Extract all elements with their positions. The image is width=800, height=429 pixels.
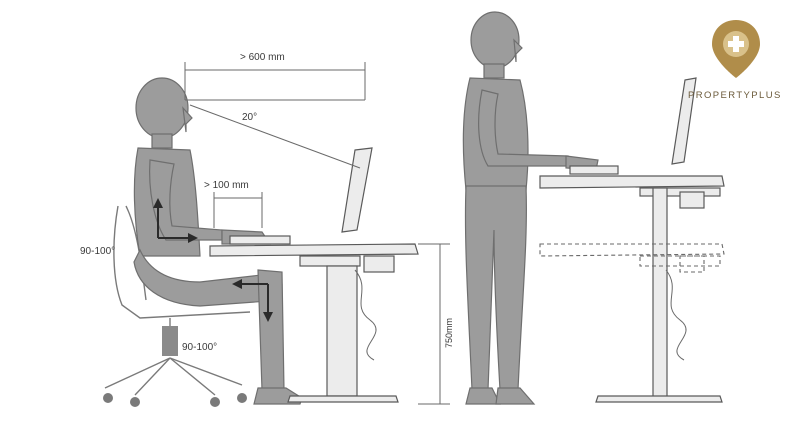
brand-name: PROPERTYPLUS (688, 90, 782, 101)
posture-arrows (153, 198, 273, 322)
elbow-clearance-dimension: > 100 mm (204, 180, 263, 228)
desk-height-label: 750mm (444, 318, 454, 348)
standing-person (462, 11, 599, 405)
view-angle-dimension: 20° (189, 104, 361, 169)
seated-person (133, 77, 303, 405)
brand-logo: PROPERTYPLUS (688, 20, 782, 101)
view-angle-label: 20° (242, 112, 257, 123)
standing-desk (539, 77, 725, 403)
eye-distance-label: > 600 mm (240, 52, 285, 63)
hip-angle-label: 90-100° (80, 246, 115, 257)
elbow-clearance-label: > 100 mm (204, 180, 249, 191)
seated-desk (209, 147, 419, 403)
desk-height-dimension: 750mm (418, 243, 454, 405)
location-pin-plus-icon (712, 20, 760, 78)
knee-angle-label: 90-100° (182, 342, 217, 353)
eye-distance-dimension: > 600 mm (184, 52, 366, 101)
office-chair (103, 205, 251, 407)
